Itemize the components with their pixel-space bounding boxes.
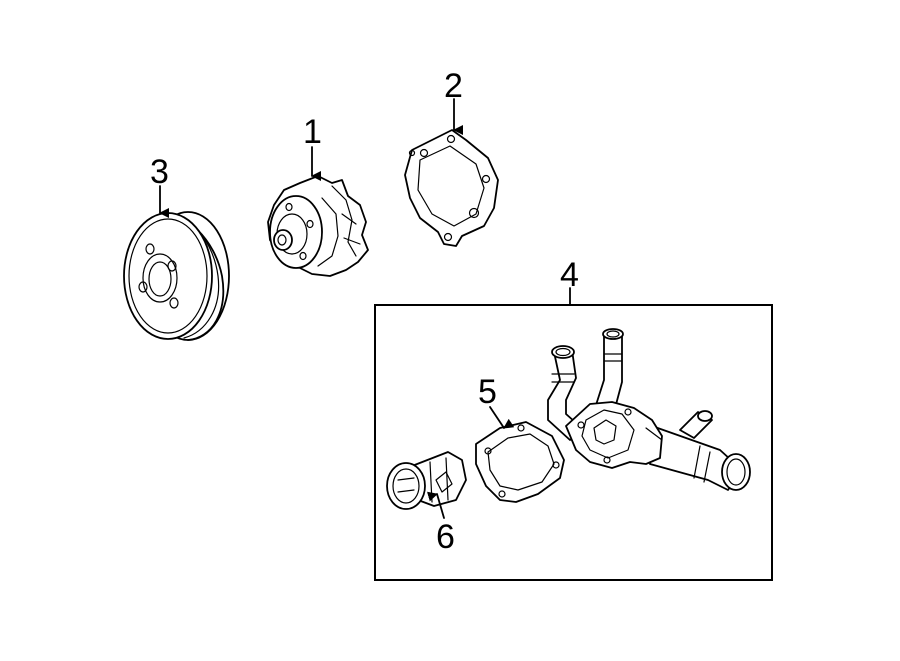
thermostat-housing[interactable]	[547, 328, 751, 491]
pump-pulley[interactable]	[123, 211, 230, 341]
pump-gasket[interactable]	[404, 129, 499, 247]
thermostat[interactable]	[386, 451, 467, 510]
callout-5: 5	[478, 373, 497, 411]
callout-2: 2	[444, 67, 463, 105]
callout-4: 4	[560, 256, 579, 294]
assembly-bracket-box	[374, 304, 773, 581]
callout-1: 1	[303, 113, 322, 151]
water-pump[interactable]	[267, 175, 369, 277]
leader-lines	[159, 98, 571, 519]
housing-gasket[interactable]	[475, 421, 565, 503]
callout-6: 6	[436, 518, 455, 556]
callout-3: 3	[150, 153, 169, 191]
